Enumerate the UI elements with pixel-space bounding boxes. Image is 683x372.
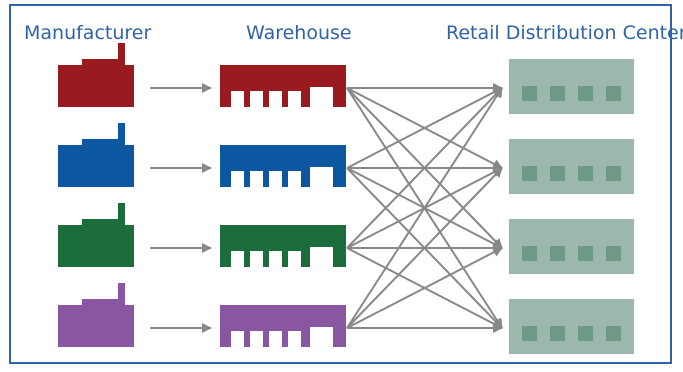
facility-rows <box>58 43 634 354</box>
warehouse-header: Warehouse <box>246 22 352 44</box>
retail-header: Retail Distribution Center <box>446 22 683 44</box>
distribution-center-icon <box>509 219 634 274</box>
warehouse-icon <box>220 145 346 187</box>
factory-icon <box>58 43 134 107</box>
warehouse-to-retail-arrow <box>346 87 503 249</box>
facility-row <box>58 43 634 114</box>
warehouse-to-retail-arrow <box>346 167 503 329</box>
warehouse-icon <box>220 225 346 267</box>
warehouse-icon <box>220 305 346 347</box>
manufacturer-header: Manufacturer <box>24 22 152 44</box>
factory-icon <box>58 203 134 267</box>
warehouse-icon <box>220 65 346 107</box>
facility-row <box>58 283 634 354</box>
facility-row <box>58 203 634 274</box>
factory-icon <box>58 283 134 347</box>
connection-lines <box>346 83 503 333</box>
facility-row <box>58 123 634 194</box>
warehouse-to-retail-arrow <box>346 87 503 329</box>
warehouse-to-retail-arrow <box>346 87 503 169</box>
distribution-center-icon <box>509 139 634 194</box>
factory-icon <box>58 123 134 187</box>
distribution-center-icon <box>509 299 634 354</box>
warehouse-to-retail-arrow <box>346 247 503 329</box>
distribution-center-icon <box>509 59 634 114</box>
